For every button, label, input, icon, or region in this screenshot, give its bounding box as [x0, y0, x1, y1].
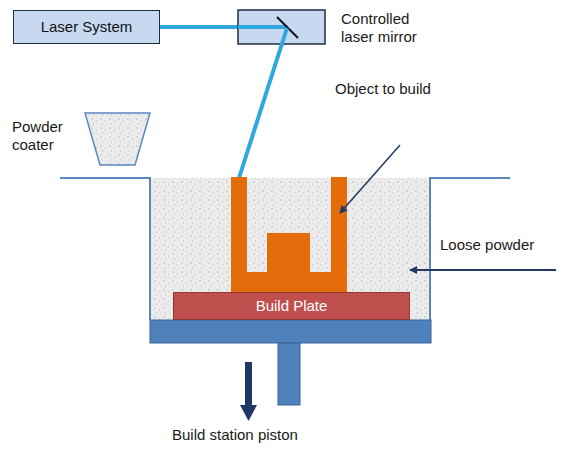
- laser-beam: [239, 28, 287, 178]
- mirror-label: Controlled laser mirror: [341, 10, 441, 46]
- object-label: Object to build: [335, 80, 475, 98]
- down-arrow: [240, 405, 257, 421]
- mirror: [277, 17, 298, 38]
- piston-platform: [150, 320, 431, 343]
- down-arrow: [245, 362, 252, 406]
- leader-arrow: [410, 269, 556, 271]
- piston-stem: [278, 343, 300, 405]
- laser-beam: [238, 25, 287, 29]
- piston-label: Build station piston: [172, 426, 372, 444]
- node-text: Build Plate: [256, 297, 328, 315]
- coater-label: Powder coater: [12, 118, 74, 154]
- chamber-wall: [60, 178, 150, 320]
- powder-hopper: [85, 113, 150, 165]
- built-object: [231, 177, 347, 292]
- build-plate: Build Plate: [173, 292, 410, 320]
- powder-label: Loose powder: [440, 236, 560, 254]
- loose-powder: [151, 178, 430, 320]
- laser-beam: [160, 25, 287, 29]
- leader-arrow: [340, 145, 400, 213]
- node-text: Laser System: [41, 18, 133, 36]
- laser-system-box: Laser System: [13, 10, 160, 44]
